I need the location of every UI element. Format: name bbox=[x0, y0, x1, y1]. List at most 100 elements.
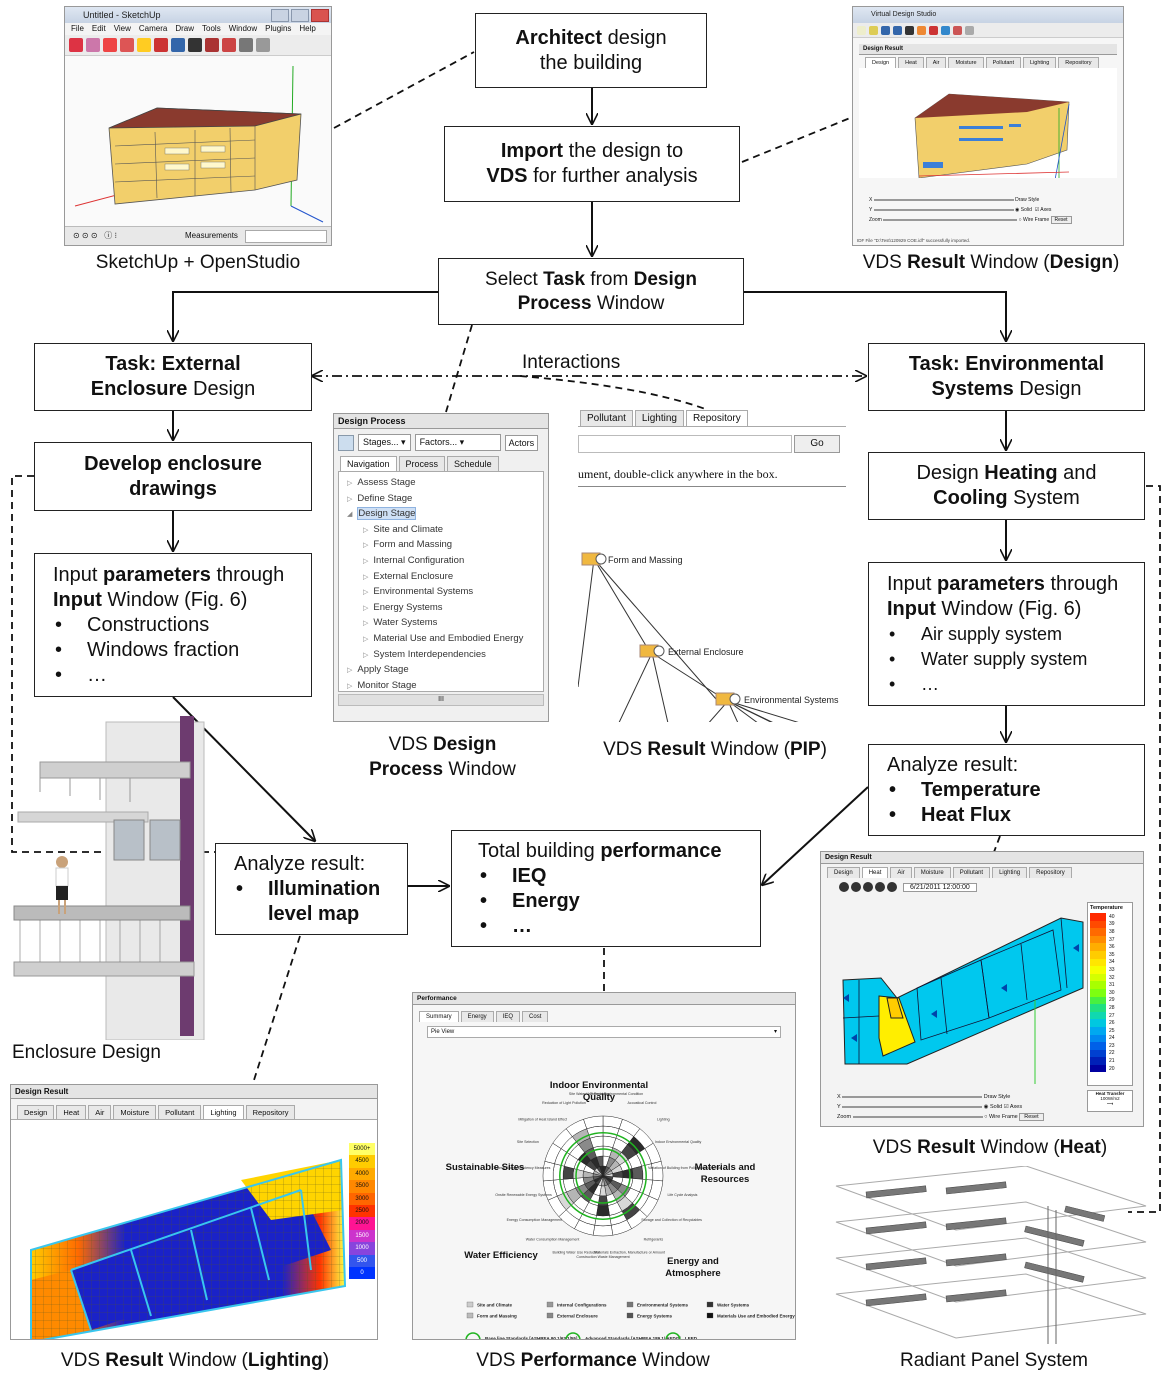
grid-icon[interactable] bbox=[222, 38, 236, 52]
expand-arrow-icon[interactable]: ▷ bbox=[347, 667, 353, 675]
tool-icon[interactable] bbox=[171, 38, 185, 52]
folder-icon[interactable] bbox=[715, 692, 741, 706]
reset-button[interactable]: Reset bbox=[1019, 1113, 1044, 1121]
expand-arrow-icon[interactable]: ▷ bbox=[347, 682, 353, 690]
reset-button[interactable]: Reset bbox=[1050, 216, 1072, 224]
tree-item[interactable]: ▷System Interdependencies bbox=[347, 648, 543, 664]
slider-x[interactable] bbox=[873, 198, 1014, 201]
tree-item[interactable]: ▷Define Stage bbox=[347, 492, 543, 508]
tab-pollutant[interactable]: Pollutant bbox=[158, 1105, 202, 1119]
performance-pie[interactable]: Thermal Environmental ConditionAcoustica… bbox=[413, 1038, 796, 1340]
tab-pollutant[interactable]: Pollutant bbox=[985, 57, 1021, 68]
tab-lighting[interactable]: Lighting bbox=[203, 1105, 244, 1119]
tab-design[interactable]: Design bbox=[827, 867, 860, 878]
slider-y[interactable] bbox=[873, 208, 1014, 211]
tab-design[interactable]: Design bbox=[17, 1105, 55, 1119]
tab-moisture[interactable]: Moisture bbox=[113, 1105, 157, 1119]
tree-item[interactable]: ▷Apply Stage bbox=[347, 663, 543, 679]
menu-camera[interactable]: Camera bbox=[138, 24, 168, 33]
node-form-massing[interactable]: Form and Massing bbox=[608, 555, 683, 565]
tool-icon[interactable] bbox=[154, 38, 168, 52]
tab-repository[interactable]: Repository bbox=[245, 1105, 296, 1119]
tab-repository[interactable]: Repository bbox=[685, 410, 748, 426]
tab-heat[interactable]: Heat bbox=[898, 57, 924, 68]
tool-icon[interactable] bbox=[256, 38, 270, 52]
tab-ieq[interactable]: IEQ bbox=[495, 1011, 521, 1022]
last-icon[interactable] bbox=[887, 882, 897, 892]
menu-draw[interactable]: Draw bbox=[175, 24, 195, 33]
menu-view[interactable]: View bbox=[113, 24, 131, 33]
tool-icon[interactable] bbox=[929, 25, 938, 35]
tool-icon[interactable] bbox=[205, 38, 219, 52]
save-icon[interactable] bbox=[881, 25, 890, 35]
expand-arrow-icon[interactable]: ▷ bbox=[363, 589, 369, 597]
expand-arrow-icon[interactable]: ▷ bbox=[363, 542, 369, 550]
illumination-map[interactable] bbox=[11, 1119, 377, 1340]
tab-heat[interactable]: Heat bbox=[56, 1105, 87, 1119]
menu-help[interactable]: Help bbox=[299, 24, 316, 33]
radio-wire[interactable]: Wire Frame bbox=[988, 1114, 1018, 1120]
horizontal-scrollbar[interactable]: III bbox=[338, 694, 544, 706]
sketchup-viewport[interactable] bbox=[65, 56, 331, 228]
tool-icon[interactable] bbox=[86, 38, 100, 52]
plug-icon[interactable] bbox=[188, 38, 202, 52]
tab-repository[interactable]: Repository bbox=[1029, 867, 1072, 878]
tool-icon[interactable] bbox=[103, 38, 117, 52]
expand-arrow-icon[interactable]: ▷ bbox=[363, 635, 369, 643]
tab-pollutant[interactable]: Pollutant bbox=[952, 867, 991, 878]
checkbox-axes[interactable]: Axes bbox=[1009, 1104, 1023, 1110]
measurements-input[interactable] bbox=[245, 230, 327, 243]
tab-air[interactable]: Air bbox=[88, 1105, 112, 1119]
tab-lighting[interactable]: Lighting bbox=[1022, 57, 1057, 68]
slider-zoom[interactable] bbox=[883, 218, 1018, 221]
menu-tools[interactable]: Tools bbox=[202, 24, 221, 33]
radio-solid[interactable]: Solid bbox=[989, 1104, 1003, 1110]
tab-moisture[interactable]: Moisture bbox=[913, 867, 951, 878]
tree-item[interactable]: ▷Site and Climate bbox=[347, 523, 543, 539]
open-icon[interactable] bbox=[869, 25, 878, 35]
heat-map[interactable] bbox=[821, 888, 1144, 1084]
tab-air[interactable]: Air bbox=[890, 867, 912, 878]
slider-x[interactable] bbox=[842, 1095, 983, 1098]
pip-search-input[interactable] bbox=[578, 435, 792, 453]
go-button[interactable]: Go bbox=[794, 435, 840, 453]
tab-air[interactable]: Air bbox=[925, 57, 947, 68]
play-icon[interactable] bbox=[863, 882, 873, 892]
first-icon[interactable] bbox=[839, 882, 849, 892]
node-environmental-systems[interactable]: Environmental Systems bbox=[744, 695, 839, 705]
expand-arrow-icon[interactable]: ▷ bbox=[363, 573, 369, 581]
new-icon[interactable] bbox=[857, 25, 866, 35]
tab-energy[interactable]: Energy bbox=[460, 1011, 494, 1022]
stages-dropdown[interactable]: Stages... ▾ bbox=[358, 434, 411, 451]
tab-schedule[interactable]: Schedule bbox=[447, 456, 499, 471]
date-field[interactable]: 6/21/2011 12:00:00 bbox=[903, 882, 977, 892]
tree-item[interactable]: ▷Material Use and Embodied Energy bbox=[347, 632, 543, 648]
slider-y[interactable] bbox=[842, 1105, 983, 1108]
tab-process[interactable]: Process bbox=[398, 456, 446, 471]
menu-plugins[interactable]: Plugins bbox=[265, 24, 292, 33]
factors-dropdown[interactable]: Factors... ▾ bbox=[414, 434, 501, 451]
tab-pollutant[interactable]: Pollutant bbox=[580, 410, 633, 426]
tab-lighting[interactable]: Lighting bbox=[992, 867, 1028, 878]
tool-icon[interactable] bbox=[953, 25, 962, 35]
tab-heat[interactable]: Heat bbox=[861, 867, 889, 878]
tab-summary[interactable]: Summary bbox=[419, 1011, 459, 1022]
tab-navigation[interactable]: Navigation bbox=[340, 456, 397, 471]
tree-item[interactable]: ▷Energy Systems bbox=[347, 601, 543, 617]
expand-arrow-icon[interactable]: ▷ bbox=[347, 480, 353, 487]
view-dropdown[interactable]: Pie View▾ bbox=[427, 1026, 781, 1038]
cursor-icon[interactable] bbox=[239, 38, 253, 52]
tree-item[interactable]: ▷Assess Stage bbox=[347, 476, 543, 492]
tab-moisture[interactable]: Moisture bbox=[948, 57, 984, 68]
node-external-enclosure[interactable]: External Enclosure bbox=[668, 647, 744, 657]
menu-edit[interactable]: Edit bbox=[91, 24, 106, 33]
tree-item[interactable]: ◢Design Stage bbox=[347, 507, 543, 523]
tree-item[interactable]: ▷Internal Configuration bbox=[347, 554, 543, 570]
tool-icon[interactable] bbox=[120, 38, 134, 52]
expand-arrow-icon[interactable]: ▷ bbox=[363, 604, 369, 612]
expanded-arrow-icon[interactable]: ◢ bbox=[347, 511, 353, 519]
tool-icon[interactable] bbox=[893, 25, 902, 35]
tool-icon[interactable] bbox=[965, 25, 974, 35]
next-icon[interactable] bbox=[875, 882, 885, 892]
expand-arrow-icon[interactable]: ▷ bbox=[363, 620, 369, 628]
